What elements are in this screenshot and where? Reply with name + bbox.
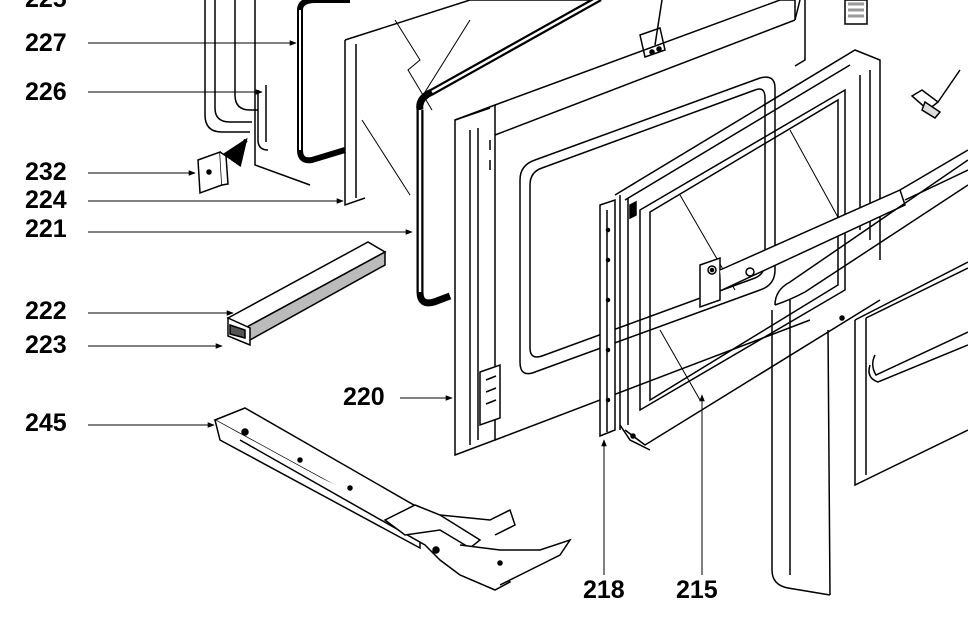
top-right-block	[844, 0, 868, 25]
part-label-224: 224	[25, 186, 67, 214]
part-label-225: 225	[25, 0, 67, 12]
part-label-223: 223	[25, 331, 67, 359]
hinge-arm-245	[213, 407, 572, 591]
part-label-220: 220	[343, 383, 385, 411]
part-label-221: 221	[25, 215, 67, 243]
part-label-226: 226	[25, 78, 67, 106]
front-door-215	[771, 159, 968, 596]
part-label-218: 218	[583, 576, 625, 604]
seal-227	[297, 0, 350, 164]
pointer-arrow-232	[222, 137, 248, 168]
gasket-221	[416, 0, 602, 307]
bracket-232	[197, 150, 229, 195]
glass-carrier-218	[599, 49, 881, 451]
part-label-215: 215	[676, 576, 718, 604]
part-label-222: 222	[25, 297, 67, 325]
part-label-232: 232	[25, 158, 67, 186]
rear-door-frame	[204, 0, 311, 186]
part-label-245: 245	[25, 409, 67, 437]
carrier-hinge	[699, 149, 968, 309]
inner-glass-224	[344, 0, 600, 207]
door-frame-220	[454, 0, 811, 457]
leader-lines	[88, 40, 705, 575]
profile-strip-222	[226, 241, 387, 347]
knob	[910, 69, 961, 119]
part-label-227: 227	[25, 29, 67, 57]
